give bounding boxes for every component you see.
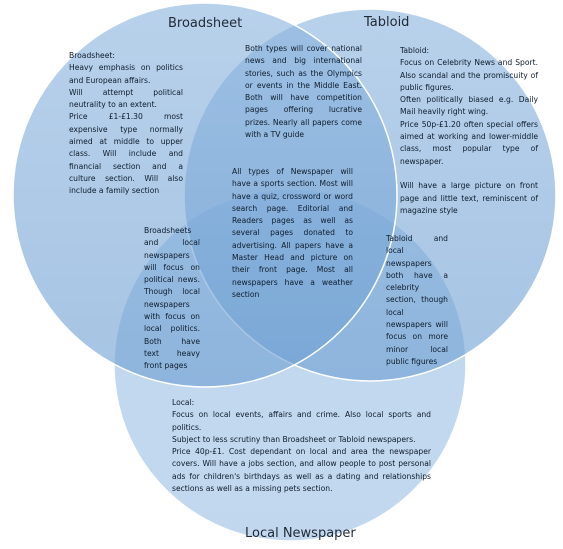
broadsheet-title: Broadsheet (168, 16, 243, 31)
broadsheet-only-text: Broadsheet: Heavy emphasis on politics a… (69, 51, 183, 196)
local-only-text: Local: Focus on local events, affairs an… (172, 398, 431, 494)
tabloid-title: Tabloid (364, 15, 410, 30)
broadsheet-circle (12, 2, 398, 388)
local-newspaper-title: Local Newspaper (245, 526, 356, 541)
broadsheet-tabloid-text: Both types will cover national news and … (245, 44, 362, 140)
tabloid-local-text: Tabloid and local newspapers both have a… (386, 234, 448, 366)
all-three-text: All types of Newspaper will have a sport… (232, 167, 353, 299)
broadsheet-local-text: Broadsheets and local newspapers will fo… (144, 226, 200, 371)
tabloid-only-text: Tabloid: Focus on Celebrity News and Spo… (400, 46, 538, 215)
